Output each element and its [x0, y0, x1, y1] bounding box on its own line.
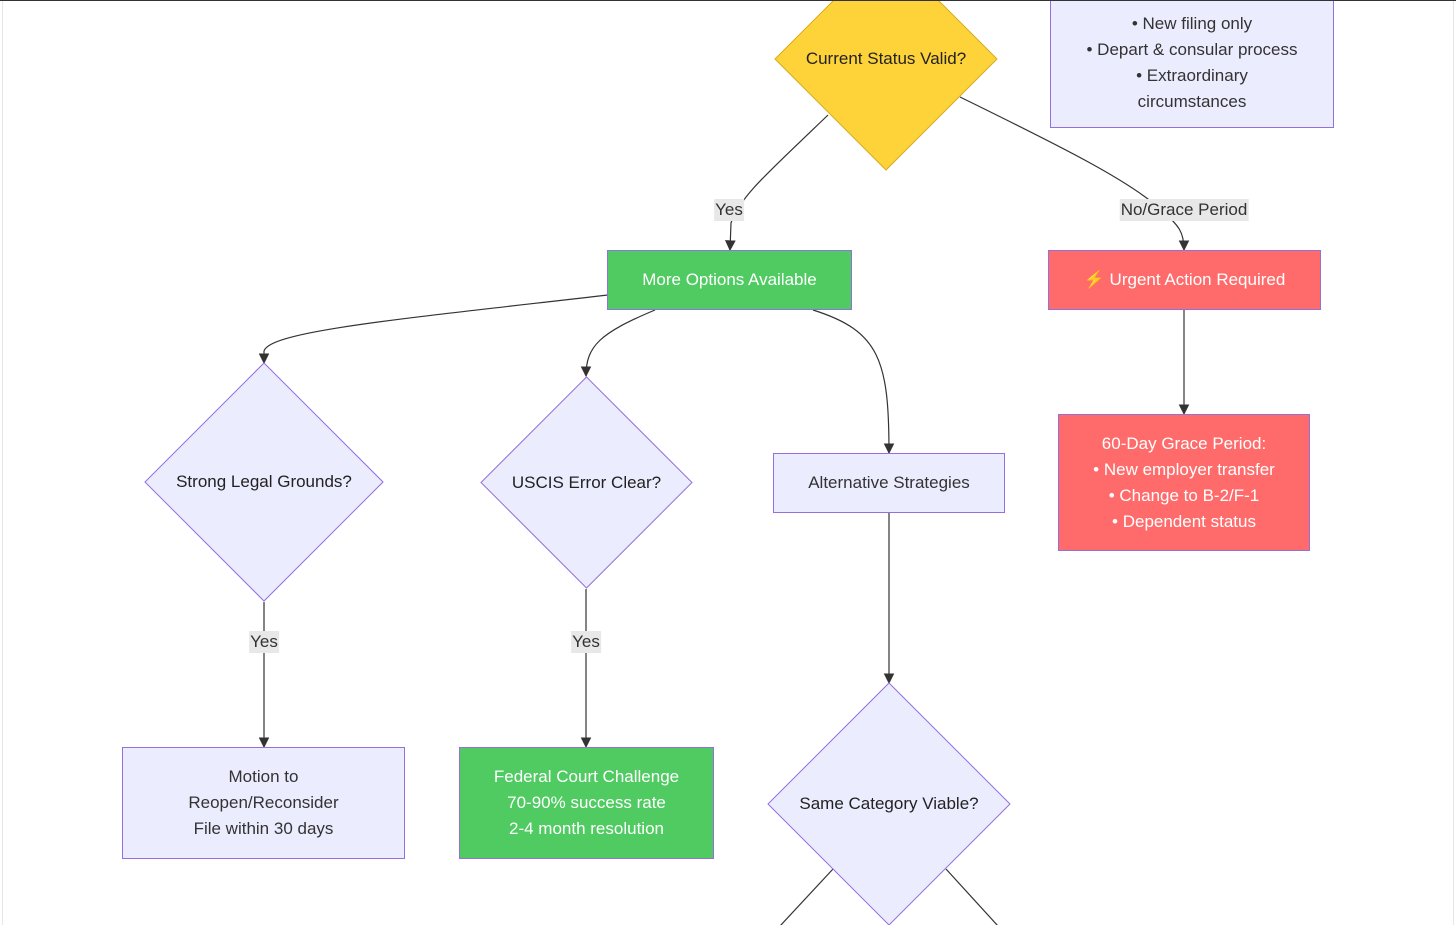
federal-court-node: Federal Court Challenge 70-90% success r… [459, 747, 714, 859]
frame-left-border [2, 1, 3, 925]
motion-line-1: Motion to [228, 767, 299, 786]
alt-strategies-label: Alternative Strategies [808, 473, 970, 492]
grace-line-4: • Dependent status [1112, 511, 1256, 531]
decision-current-status: Current Status Valid? [774, 1, 998, 171]
alt-strategies-node: Alternative Strategies [773, 453, 1005, 513]
edge-label-yes-motion: Yes [249, 631, 279, 653]
motion-reopen-node: Motion to Reopen/Reconsider File within … [122, 747, 405, 859]
frame-right-border [1453, 1, 1454, 925]
edge-status-to-urgent [959, 96, 1190, 252]
motion-line-3: File within 30 days [193, 819, 334, 838]
grace-line-2: • New employer transfer [1093, 459, 1275, 479]
edge-label-yes-federal: Yes [571, 631, 601, 653]
decision-same-category-label: Same Category Viable? [799, 794, 979, 813]
new-filing-note-box: • New filing only • Depart & consular pr… [1050, 1, 1334, 128]
motion-line-2: Reopen/Reconsider [188, 793, 339, 812]
decision-current-status-label: Current Status Valid? [805, 49, 967, 68]
note-line-3: • Extraordinary [1136, 65, 1248, 85]
decision-same-category: Same Category Viable? [767, 682, 1011, 925]
edge-label-yes-more-options: Yes [714, 199, 744, 221]
decision-strong-legal-label: Strong Legal Grounds? [176, 472, 352, 491]
note-line-2: • Depart & consular process [1086, 39, 1298, 59]
edge-same-category-right-out [945, 868, 998, 925]
edge-label-no-grace: No/Grace Period [1119, 199, 1249, 221]
decision-strong-legal: Strong Legal Grounds? [144, 362, 384, 602]
federal-line-2: 70-90% success rate [507, 793, 666, 812]
more-options-label: More Options Available [642, 270, 817, 289]
urgent-action-label: ⚡ Urgent Action Required [1083, 270, 1286, 289]
grace-line-1: 60-Day Grace Period: [1101, 433, 1267, 453]
note-line-4: circumstances [1137, 91, 1247, 111]
edge-same-category-left-out [780, 868, 834, 925]
edge-more-options-to-alt-strategies [812, 309, 895, 455]
decision-uscis-error-label: USCIS Error Clear? [511, 472, 662, 492]
federal-line-3: 2-4 month resolution [509, 819, 664, 838]
decision-uscis-error: USCIS Error Clear? [480, 376, 693, 589]
edge-more-options-to-strong-legal [258, 294, 609, 365]
federal-line-1: Federal Court Challenge [493, 767, 680, 786]
grace-line-3: • Change to B-2/F-1 [1108, 485, 1260, 505]
grace-period-node: 60-Day Grace Period: • New employer tran… [1058, 414, 1310, 551]
urgent-action-node: ⚡ Urgent Action Required [1048, 250, 1321, 310]
note-line-1: • New filing only [1131, 13, 1253, 33]
edge-more-options-to-uscis-error [580, 309, 656, 378]
more-options-node: More Options Available [607, 250, 852, 310]
